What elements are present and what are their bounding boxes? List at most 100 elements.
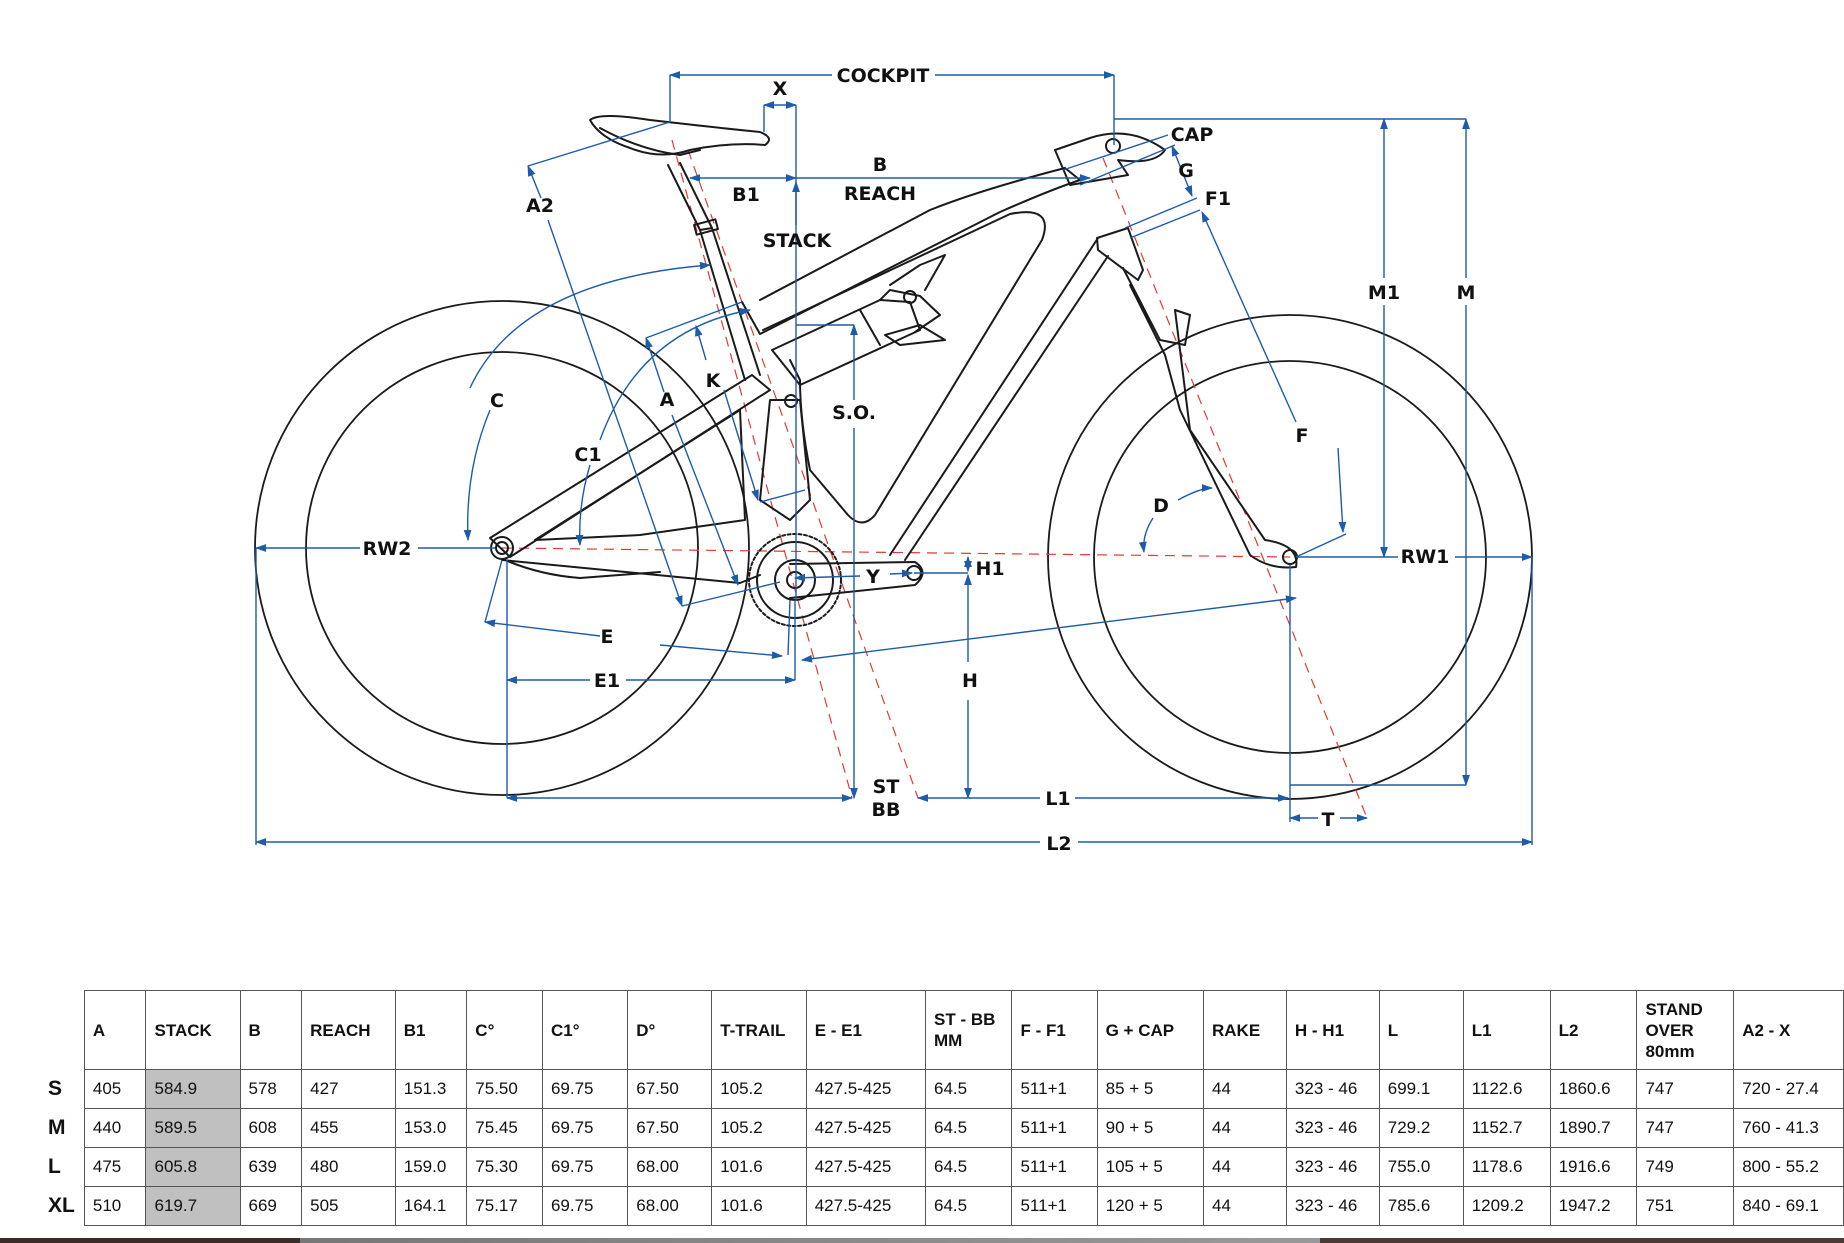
table-cell: 427.5-425 [805,1186,927,1226]
label-e1: E1 [594,670,620,692]
table-cell: 589.5 [145,1108,241,1148]
table-cell: 505 [301,1186,396,1226]
table-cell: 751 [1636,1186,1735,1226]
table-cell: 67.50 [627,1069,713,1109]
seat-tube-axis-2 [687,149,919,799]
table-cell: 510 [83,1186,147,1226]
table-cell: 619.7 [145,1186,241,1226]
table-cell: 747 [1636,1069,1735,1109]
table-cell: 64.5 [924,1147,1013,1187]
label-cockpit: COCKPIT [837,65,930,87]
column-header: T-TRAIL [711,990,807,1070]
table-cell: 1122.6 [1462,1069,1551,1109]
label-f1: F1 [1205,188,1231,210]
bb-shell [759,399,811,521]
label-so: S.O. [832,402,876,424]
label-h: H [962,670,978,692]
table-cell: 323 - 46 [1285,1147,1380,1187]
table-cell: 64.5 [924,1069,1013,1109]
table-cell: 67.50 [627,1108,713,1148]
column-header: STACK [145,990,241,1070]
column-header: REACH [301,990,396,1070]
size-label: L [48,1155,61,1178]
table-cell: 85 + 5 [1096,1069,1204,1109]
table-cell: 323 - 46 [1285,1069,1380,1109]
seatpost [667,162,761,381]
table-cell: 405 [83,1069,147,1109]
table-cell: 105.2 [711,1069,807,1109]
column-header: A2 - X [1733,990,1844,1070]
table-cell: 153.0 [394,1108,468,1148]
seat-stay-inner [534,409,746,541]
table-cell: 1178.6 [1462,1147,1551,1187]
table-cell: 427.5-425 [805,1069,927,1109]
table-cell: 427.5-425 [805,1147,927,1187]
label-g: G [1178,160,1194,182]
table-cell: 75.50 [466,1069,543,1109]
top-tube-outer [741,167,1081,335]
label-stack: STACK [763,230,833,252]
table-cell: 760 - 41.3 [1733,1108,1844,1148]
table-cell: 699.1 [1378,1069,1464,1109]
table-cell: 755.0 [1378,1147,1464,1187]
table-cell: 578 [239,1069,303,1109]
fork [1122,267,1298,569]
bb-axle [786,571,804,589]
table-cell: 511+1 [1011,1069,1098,1109]
table-cell: 785.6 [1378,1186,1464,1226]
size-label: XL [48,1194,75,1217]
table-cell: 747 [1636,1108,1735,1148]
label-cap: CAP [1171,124,1214,146]
table-cell: 639 [239,1147,303,1187]
saddle [589,115,770,156]
column-header: RAKE [1202,990,1287,1070]
column-header: STAND OVER 80mm [1636,990,1735,1070]
column-header: D° [627,990,713,1070]
label-x: X [773,78,788,100]
table-cell: 323 - 46 [1285,1108,1380,1148]
label-reach: REACH [844,183,916,205]
label-d: D [1153,495,1169,517]
table-cell: 44 [1202,1069,1287,1109]
label-rw1: RW1 [1401,546,1450,568]
column-header: H - H1 [1285,990,1380,1070]
seat-tube-axis-1 [671,139,853,799]
chain-stay [501,559,761,584]
table-cell: 101.6 [711,1147,807,1187]
c-angle-arc [469,261,712,389]
column-header: ST - BB MM [924,990,1013,1070]
label-b: B [873,154,887,176]
table-cell: 69.75 [541,1069,629,1109]
table-cell: 511+1 [1011,1147,1098,1187]
size-label: S [48,1077,63,1100]
column-header: F - F1 [1011,990,1098,1070]
table-cell: 90 + 5 [1096,1108,1204,1148]
table-cell: 480 [301,1147,396,1187]
table-cell: 105 + 5 [1096,1147,1204,1187]
table-cell: 1947.2 [1549,1186,1638,1226]
axis-lines [501,139,1368,819]
table-cell: 440 [83,1108,147,1148]
label-f: F [1296,425,1309,447]
table-cell: 720 - 27.4 [1733,1069,1844,1109]
label-h1: H1 [975,558,1004,580]
column-header: E - E1 [805,990,927,1070]
axle-line [501,547,1291,558]
stem [1054,132,1166,186]
table-cell: 64.5 [924,1108,1013,1148]
table-cell: 69.75 [541,1186,629,1226]
table-cell: 151.3 [394,1069,468,1109]
label-bb: BB [872,799,901,821]
spider [774,559,816,601]
shock-link [884,254,946,346]
table-cell: 511+1 [1011,1186,1098,1226]
dimension-labels: COCKPIT X CAP B G B1 REACH F1 A2 STACK M… [363,65,1476,855]
table-cell: 75.45 [466,1108,543,1148]
column-header: C° [466,990,543,1070]
